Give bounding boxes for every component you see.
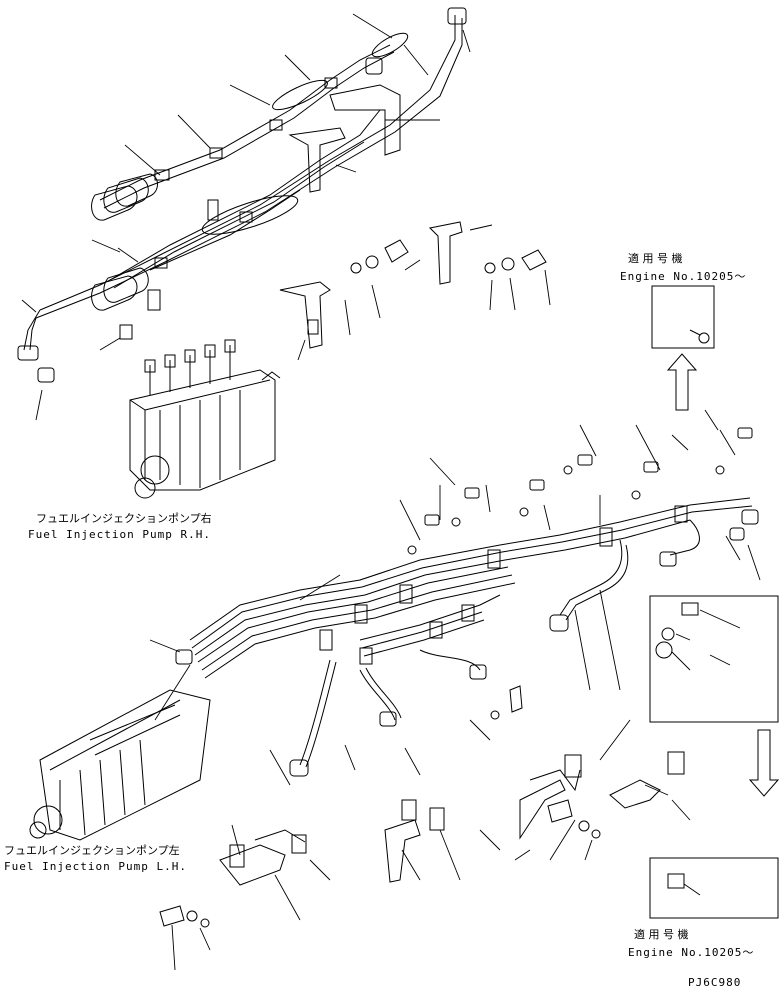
- serial-top-en-label: Engine No.10205～: [620, 270, 747, 283]
- pump-lh-en-label: Fuel Injection Pump L.H.: [4, 860, 187, 873]
- serial-bottom-en-label: Engine No.10205～: [628, 946, 755, 959]
- arrow-down: [750, 730, 778, 796]
- rh-brackets: [280, 85, 546, 348]
- serial-top-jp-label: 適 用 号 機: [628, 252, 683, 265]
- detail-box-middle: [650, 596, 778, 722]
- serial-bottom-jp-label: 適 用 号 機: [634, 928, 689, 941]
- lh-pump-body: [30, 690, 210, 840]
- lh-injection-lines: [176, 428, 758, 776]
- rh-injection-lines: [18, 8, 466, 382]
- callout-leaders: [22, 14, 760, 970]
- arrow-up: [668, 354, 696, 410]
- pump-rh-en-label: Fuel Injection Pump R.H.: [28, 528, 211, 541]
- rh-pump-body: [120, 325, 280, 498]
- drawing-code: PJ6C980: [688, 976, 742, 989]
- detail-box-bottom: [650, 858, 778, 918]
- pump-rh-jp-label: フュエルインジェクションポンプ右: [36, 512, 212, 525]
- detail-box-top: [652, 286, 714, 348]
- pump-lh-jp-label: フュエルインジェクションポンプ左: [4, 844, 180, 857]
- lh-brackets: [160, 752, 684, 927]
